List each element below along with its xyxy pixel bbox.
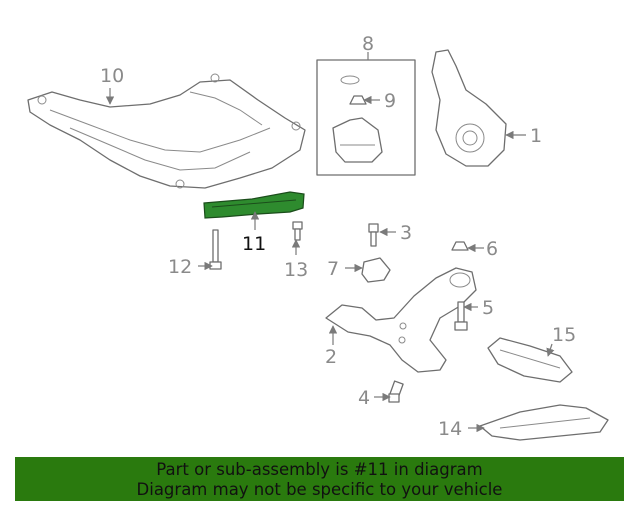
nut-part-9[interactable] xyxy=(349,95,367,105)
banner-line-2: Diagram may not be specific to your vehi… xyxy=(136,480,503,499)
parts-diagram: 10 8 9 1 11 12 13 3 6 7 5 2 4 15 14 xyxy=(27,33,609,441)
subframe-part-10[interactable] xyxy=(27,73,306,189)
callout-7: 7 xyxy=(327,258,339,280)
bolt-part-4[interactable] xyxy=(388,380,404,403)
callout-15: 15 xyxy=(552,324,576,346)
shield-part-15[interactable] xyxy=(487,337,573,383)
bolt-part-5[interactable] xyxy=(454,301,468,331)
bolt-part-12[interactable] xyxy=(209,229,222,270)
engine-mount-part-8[interactable] xyxy=(316,59,416,176)
callout-8: 8 xyxy=(362,33,374,55)
callout-12: 12 xyxy=(168,256,192,278)
nut-part-6[interactable] xyxy=(451,241,469,251)
callout-13: 13 xyxy=(284,259,308,281)
callout-5: 5 xyxy=(482,297,494,319)
callout-9: 9 xyxy=(384,90,396,112)
bolt-part-13[interactable] xyxy=(292,221,303,241)
callout-2: 2 xyxy=(325,346,337,368)
leader-lines xyxy=(105,52,555,433)
steering-knuckle-part-1[interactable] xyxy=(431,49,507,167)
callout-1: 1 xyxy=(530,125,542,147)
callout-labels: 10 8 9 1 11 12 13 3 6 7 5 2 4 15 14 xyxy=(100,33,576,440)
callout-6: 6 xyxy=(486,238,498,260)
callout-4: 4 xyxy=(358,387,370,409)
bushing-part-7[interactable] xyxy=(361,257,391,283)
callout-10: 10 xyxy=(100,65,124,87)
callout-3: 3 xyxy=(400,222,412,244)
bolt-part-3[interactable] xyxy=(368,223,379,247)
cover-part-14[interactable] xyxy=(479,404,609,441)
lower-control-arm-part-2[interactable] xyxy=(325,267,477,373)
info-banner: Part or sub-assembly is #11 in diagram D… xyxy=(15,457,624,501)
bracket-part-11[interactable] xyxy=(203,191,305,219)
callout-11: 11 xyxy=(242,233,266,255)
callout-14: 14 xyxy=(438,418,462,440)
banner-line-1: Part or sub-assembly is #11 in diagram xyxy=(156,460,483,479)
